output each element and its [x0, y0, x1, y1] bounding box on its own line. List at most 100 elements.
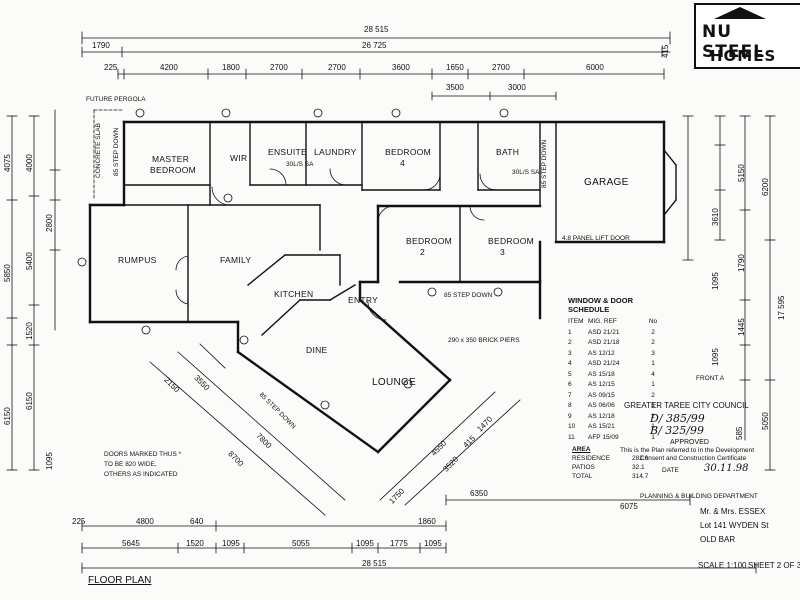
stamp-line-2: Consent and Construction Certificate	[640, 455, 747, 462]
dim-left-4: 1520	[25, 322, 34, 340]
dim-top-total: 28 515	[364, 25, 389, 34]
company-logo: NU STEEL HOMES	[694, 3, 800, 69]
room-bedroom4-line1: BEDROOM	[385, 147, 432, 157]
room-bedroom3-line2: 3	[500, 247, 506, 257]
stamp-dept: PLANNING & BUILDING DEPARTMENT	[640, 493, 758, 500]
dim-left-0: 4075	[3, 154, 12, 172]
dim-top-sub-1: 3000	[508, 83, 526, 92]
window-markers	[77, 108, 509, 410]
garage-bay-window	[663, 149, 677, 216]
ensuite-sa-label: 30L/S SA	[286, 161, 314, 168]
outer-walls	[88, 120, 666, 454]
master-step-down-label: 85 STEP DOWN	[113, 127, 120, 176]
dim-bottom-sub-4: 6075	[620, 502, 638, 511]
schedule-header-row: ITEM MIG. REF No	[568, 318, 668, 329]
dim-top-row-3: 2700	[270, 63, 288, 72]
room-bedroom2-line1: BEDROOM	[406, 236, 453, 246]
dim-bottom-row-1: 1520	[186, 539, 204, 548]
schedule-col-ref: MIG. REF	[588, 318, 617, 325]
bath-sa-label: 30L/S SA	[512, 169, 540, 176]
client-town: OLD BAR	[700, 535, 736, 544]
room-dine: DINE	[306, 345, 328, 355]
dim-left-2: 5850	[3, 264, 12, 282]
room-kitchen: KITCHEN	[274, 289, 314, 299]
dim-right-7: 17 595	[777, 295, 786, 320]
dim-top-row-5: 3600	[392, 63, 410, 72]
doors-note-line3: OTHERS AS INDICATED	[104, 471, 178, 478]
dim-top-row-8: 6000	[586, 63, 604, 72]
dim-bottom-sub-1: 4800	[136, 517, 154, 526]
dim-left-1: 2800	[45, 214, 54, 232]
front-a-label: FRONT A	[696, 375, 725, 382]
bottom-dimension-lines	[81, 494, 757, 574]
dim-top-right: 415	[661, 44, 670, 58]
dim-top-row-2: 1800	[222, 63, 240, 72]
door-swings	[175, 168, 497, 321]
room-bath: BATH	[496, 147, 520, 157]
logo-line-2: HOMES	[710, 47, 777, 65]
left-dimension-lines	[6, 109, 61, 471]
room-ensuite: ENSUITE	[268, 147, 307, 157]
top-dimension-lines	[81, 31, 671, 101]
dim-top-overall: 26 725	[362, 41, 387, 50]
concrete-slab-label: CONCRETE SLAB	[95, 123, 102, 178]
schedule-title: WINDOW & DOOR SCHEDULE	[568, 296, 633, 314]
dim-bottom-sub-5: 6350	[470, 489, 488, 498]
dim-top-row-0: 225	[104, 63, 118, 72]
client-lot: Lot 141 WYDEN St	[700, 521, 769, 530]
stamp-line-1: This is the Plan referred to in the Deve…	[620, 447, 755, 454]
doors-note-line2: TO BE 820 WIDE,	[104, 461, 157, 468]
dim-top-row-1: 4200	[160, 63, 178, 72]
room-bedroom4-line2: 4	[400, 158, 406, 168]
dim-bottom-total: 28 515	[362, 559, 387, 568]
dim-right-0: 6200	[761, 178, 770, 196]
dim-bottom-row-4: 1095	[356, 539, 374, 548]
room-master-line1: MASTER	[152, 154, 190, 164]
room-bedroom3-line1: BEDROOM	[488, 236, 535, 246]
doors-note-line1: DOORS MARKED THUS *	[104, 451, 182, 458]
dim-top-row-6: 1650	[446, 63, 464, 72]
dim-right-2: 3610	[711, 208, 720, 226]
room-garage: GARAGE	[584, 177, 629, 188]
stamp-date: 30.11.98	[704, 463, 749, 474]
future-pergola-label: FUTURE PERGOLA	[86, 96, 146, 103]
dim-right-1: 5150	[737, 164, 746, 182]
diagonal-dimension-lines	[149, 343, 521, 516]
dim-top-sub-0: 3500	[446, 83, 464, 92]
dim-right-5: 1445	[737, 318, 746, 336]
dim-left-6: 1095	[45, 452, 54, 470]
stamp-council: GREATER TAREE CITY COUNCIL	[624, 401, 749, 410]
garage-step-down-label: 85 STEP DOWN	[541, 139, 548, 188]
area-title: AREA	[572, 446, 591, 453]
stamp-date-prefix: DATE	[662, 467, 679, 474]
dim-bottom-sub-0: 225	[72, 517, 86, 526]
logo-line-1: NU STEEL	[702, 22, 765, 62]
dim-left2-0: 4000	[25, 154, 34, 172]
schedule-col-no: No	[648, 318, 658, 325]
dim-top-row-7: 2700	[492, 63, 510, 72]
room-rumpus: RUMPUS	[118, 255, 157, 265]
room-entry: ENTRY	[348, 295, 379, 305]
dim-bottom-row-0: 5645	[122, 539, 140, 548]
room-family: FAMILY	[220, 255, 252, 265]
council-approval-stamp: GREATER TAREE CITY COUNCIL D/ 385/99 B/ …	[600, 401, 770, 500]
room-bedroom2-line2: 2	[420, 247, 426, 257]
sheet-label: SHEET 2 OF 3	[748, 561, 800, 570]
brick-piers-label: 290 x 350 BRICK PIERS	[448, 337, 520, 344]
client-name: Mr. & Mrs. ESSEX	[700, 507, 766, 516]
